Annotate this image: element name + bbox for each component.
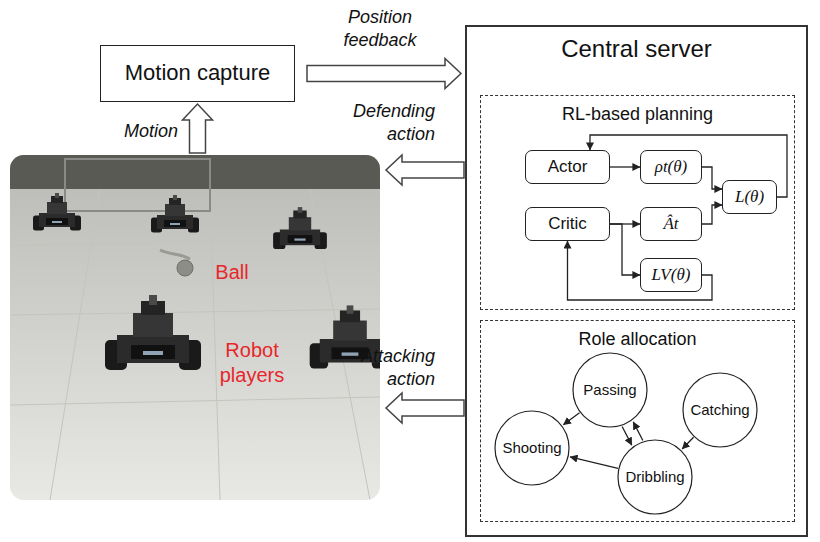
node-label: Ât (663, 214, 678, 234)
edge-label: Defending action (335, 100, 435, 145)
node-label: Actor (548, 157, 588, 177)
group-title: Central server (467, 27, 806, 64)
network-box: Actor (525, 150, 610, 184)
robot (151, 195, 199, 233)
robot (273, 207, 327, 249)
circle-shape (683, 373, 757, 447)
group-box: Actor ρt(θ) L(θ) Critic ÂtLV(θ) RL-based plan… (480, 95, 795, 310)
floor-mark (160, 250, 190, 259)
node-label: Motion capture (125, 60, 271, 86)
edge-label: Motion (98, 120, 178, 143)
connector-arrow (682, 437, 693, 449)
edge-label: Attacking action (335, 345, 435, 390)
node-label: L(θ) (735, 187, 764, 207)
goal-frame (65, 159, 210, 211)
connector-arrow (610, 166, 640, 167)
node-label: Passing (583, 381, 636, 399)
connector-arrow (568, 241, 713, 300)
math-box: ρt(θ) (640, 150, 702, 184)
connector-arrow (622, 427, 632, 446)
math-box: LV(θ) (640, 258, 702, 292)
hollow-arrow (307, 59, 461, 89)
hollow-arrow (386, 393, 464, 423)
server-panel: Actor ρt(θ) L(θ) Critic ÂtLV(θ) RL-based plan… (465, 25, 808, 537)
group-box: PassingCatchingShootingDribbling Role all… (480, 320, 795, 522)
connector-arrow (610, 224, 640, 275)
math-box: Ât (640, 207, 702, 241)
node-label: Dribbling (625, 468, 684, 486)
circle-shape (573, 353, 647, 427)
photo-label: Robot players (210, 338, 294, 388)
ball (177, 260, 193, 276)
state-circle: Catching (682, 372, 758, 448)
network-box: Critic (525, 207, 610, 241)
state-circle: Passing (572, 352, 648, 428)
hollow-arrow (183, 104, 213, 153)
photo-frame: BallRobot players (10, 155, 380, 500)
photo-scene (10, 155, 380, 500)
floor (10, 155, 380, 500)
math-box: L(θ) (722, 180, 777, 214)
edge-label: Position feedback (330, 6, 430, 51)
robot (33, 193, 81, 231)
circle-shape (618, 440, 692, 514)
node-label: LV(θ) (652, 265, 691, 285)
process-box: Motion capture (100, 45, 295, 102)
connector-arrow (702, 167, 722, 189)
node-label: Shooting (502, 439, 561, 457)
node-label: Catching (690, 401, 749, 419)
state-circle: Dribbling (617, 439, 693, 515)
hollow-arrow (386, 155, 464, 185)
node-label: Critic (548, 214, 587, 234)
robot-photo (10, 155, 380, 500)
connector-arrow (702, 205, 722, 224)
connector-arrow (570, 457, 618, 468)
circle-shape (495, 411, 569, 485)
group-title: Role allocation (481, 321, 794, 351)
group-title: RL-based planning (481, 96, 794, 126)
node-label: ρt(θ) (655, 157, 688, 177)
state-circle: Shooting (494, 410, 570, 486)
photo-label: Ball (202, 260, 262, 285)
connector-arrow (633, 422, 643, 441)
connector-arrow (563, 413, 579, 425)
robot (105, 295, 201, 370)
